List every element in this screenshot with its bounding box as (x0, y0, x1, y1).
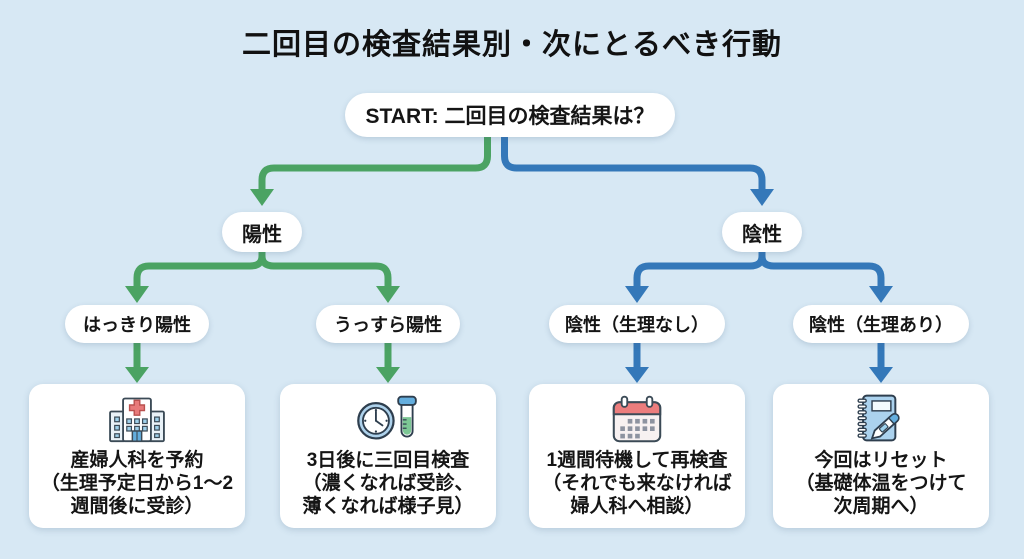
outcome-title: 1週間待機して再検査 (546, 450, 728, 471)
outcome-title: 今回はリセット (814, 450, 948, 471)
calendar-icon (607, 391, 667, 445)
node-positive: 陽性 (222, 212, 302, 252)
outcome-card-wait-retest: 1週間待機して再検査 （それでも来なければ婦人科へ相談） (529, 384, 745, 528)
arrowhead-positive (250, 189, 274, 206)
page-title: 二回目の検査結果別・次にとるべき行動 (241, 29, 782, 61)
arrows-to-cards-green (133, 341, 392, 368)
clock-testtube-icon (354, 391, 422, 445)
outcome-subtitle: （基礎体温をつけて次周期へ） (795, 473, 967, 517)
outcome-title: 3日後に三回目検査 (306, 450, 470, 471)
arrowhead-card-3 (625, 367, 649, 383)
outcome-title: 産婦人科を予約 (70, 450, 204, 471)
node-negative: 陰性 (722, 212, 802, 252)
outcome-card-retest-3days: 3日後に三回目検査 （濃くなれば受診、薄くなれば様子見） (280, 384, 496, 528)
outcome-subtitle: （生理予定日から1〜2週間後に受診） (40, 473, 234, 517)
outcome-card-reset-cycle: 今回はリセット （基礎体温をつけて次周期へ） (773, 384, 989, 528)
arrow-start-to-negative (501, 134, 766, 190)
arrow-negative-fork (633, 250, 885, 287)
arrows-to-cards-blue (633, 341, 885, 368)
arrowhead-clear-positive (125, 286, 149, 303)
arrowhead-card-4 (869, 367, 893, 383)
outcome-card-book-obgyn: 産婦人科を予約 （生理予定日から1〜2週間後に受診） (29, 384, 245, 528)
arrowhead-faint-positive (376, 286, 400, 303)
arrow-start-to-positive (258, 134, 491, 190)
arrowhead-negative-period (869, 286, 893, 303)
node-negative-with-period: 陰性（生理あり） (793, 305, 969, 343)
arrowhead-negative-no-period (625, 286, 649, 303)
arrowhead-card-2 (376, 367, 400, 383)
node-clear-positive: はっきり陽性 (65, 305, 209, 343)
node-start: START: 二回目の検査結果は？ (345, 93, 675, 137)
node-negative-no-period: 陰性（生理なし） (549, 305, 725, 343)
outcome-subtitle: （濃くなれば受診、薄くなれば様子見） (302, 473, 474, 517)
arrowhead-negative (750, 189, 774, 206)
hospital-icon (107, 391, 167, 445)
node-faint-positive: うっすら陽性 (316, 305, 460, 343)
arrowhead-card-1 (125, 367, 149, 383)
arrow-positive-fork (133, 250, 392, 287)
outcome-subtitle: （それでも来なければ婦人科へ相談） (542, 473, 732, 517)
notebook-thermometer-icon (847, 391, 915, 445)
